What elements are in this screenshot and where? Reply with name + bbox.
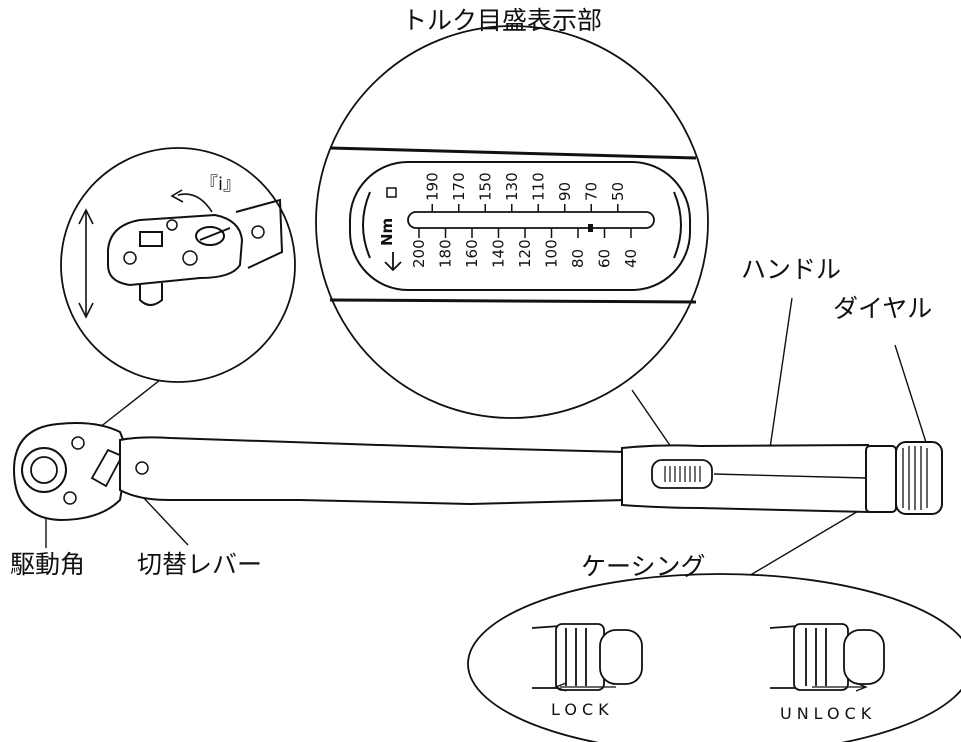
handle-label: ハンドル (741, 255, 842, 284)
scale-unit-label: Nm (378, 218, 396, 246)
scale-bottom-label: 200 (410, 239, 428, 268)
scale-bottom-label: 140 (490, 239, 508, 268)
scale-ticks: 200 180 160 140 120 100 80 60 40 190 170 150 130 110 9… (410, 172, 640, 268)
leader-dial (894, 344, 931, 456)
casing-lock-zoom (467, 573, 961, 742)
leader-handle (769, 297, 793, 449)
scale-bottom-label: 100 (543, 239, 561, 268)
wrench-body (12, 422, 943, 522)
switch-lever-label: 切替レバー (137, 550, 263, 579)
scale-bottom-label: 160 (463, 239, 481, 268)
lock-label: LOCK (551, 700, 614, 719)
scale-top-label: 110 (529, 172, 547, 201)
ratchet-mark-label: 『i』 (200, 174, 242, 195)
scale-top-label: 190 (423, 172, 441, 201)
drive-square-label: 駆動角 (10, 550, 86, 579)
torque-scale-zoom: 200 180 160 140 120 100 80 60 40 190 170 150 130 110 9… (315, 25, 709, 419)
scale-bottom-label: 180 (437, 239, 455, 268)
dial-shape (895, 441, 943, 515)
dial-label: ダイヤル (833, 294, 933, 323)
casing-label: ケーシング (581, 552, 706, 581)
scale-top-label: 70 (582, 182, 600, 201)
scale-square-icon (386, 187, 397, 198)
casing-shape (865, 445, 897, 513)
scale-bottom-label: 120 (516, 239, 534, 268)
scale-top-label: 90 (556, 182, 574, 201)
ratchet-detail-zoom (60, 147, 296, 383)
scale-bottom-label: 60 (596, 249, 614, 268)
scale-bottom-label: 80 (569, 249, 587, 268)
scale-top-label: 130 (503, 172, 521, 201)
unlock-label: UNLOCK (780, 704, 877, 723)
scale-arrow-icon (384, 252, 402, 272)
scale-bottom-label: 40 (622, 249, 640, 268)
scale-top-label: 150 (476, 172, 494, 201)
torque-scale-label: トルク目盛表示部 (402, 6, 603, 35)
scale-top-label: 50 (609, 182, 627, 201)
scale-top-label: 170 (450, 172, 468, 201)
leader-casing (741, 509, 861, 581)
